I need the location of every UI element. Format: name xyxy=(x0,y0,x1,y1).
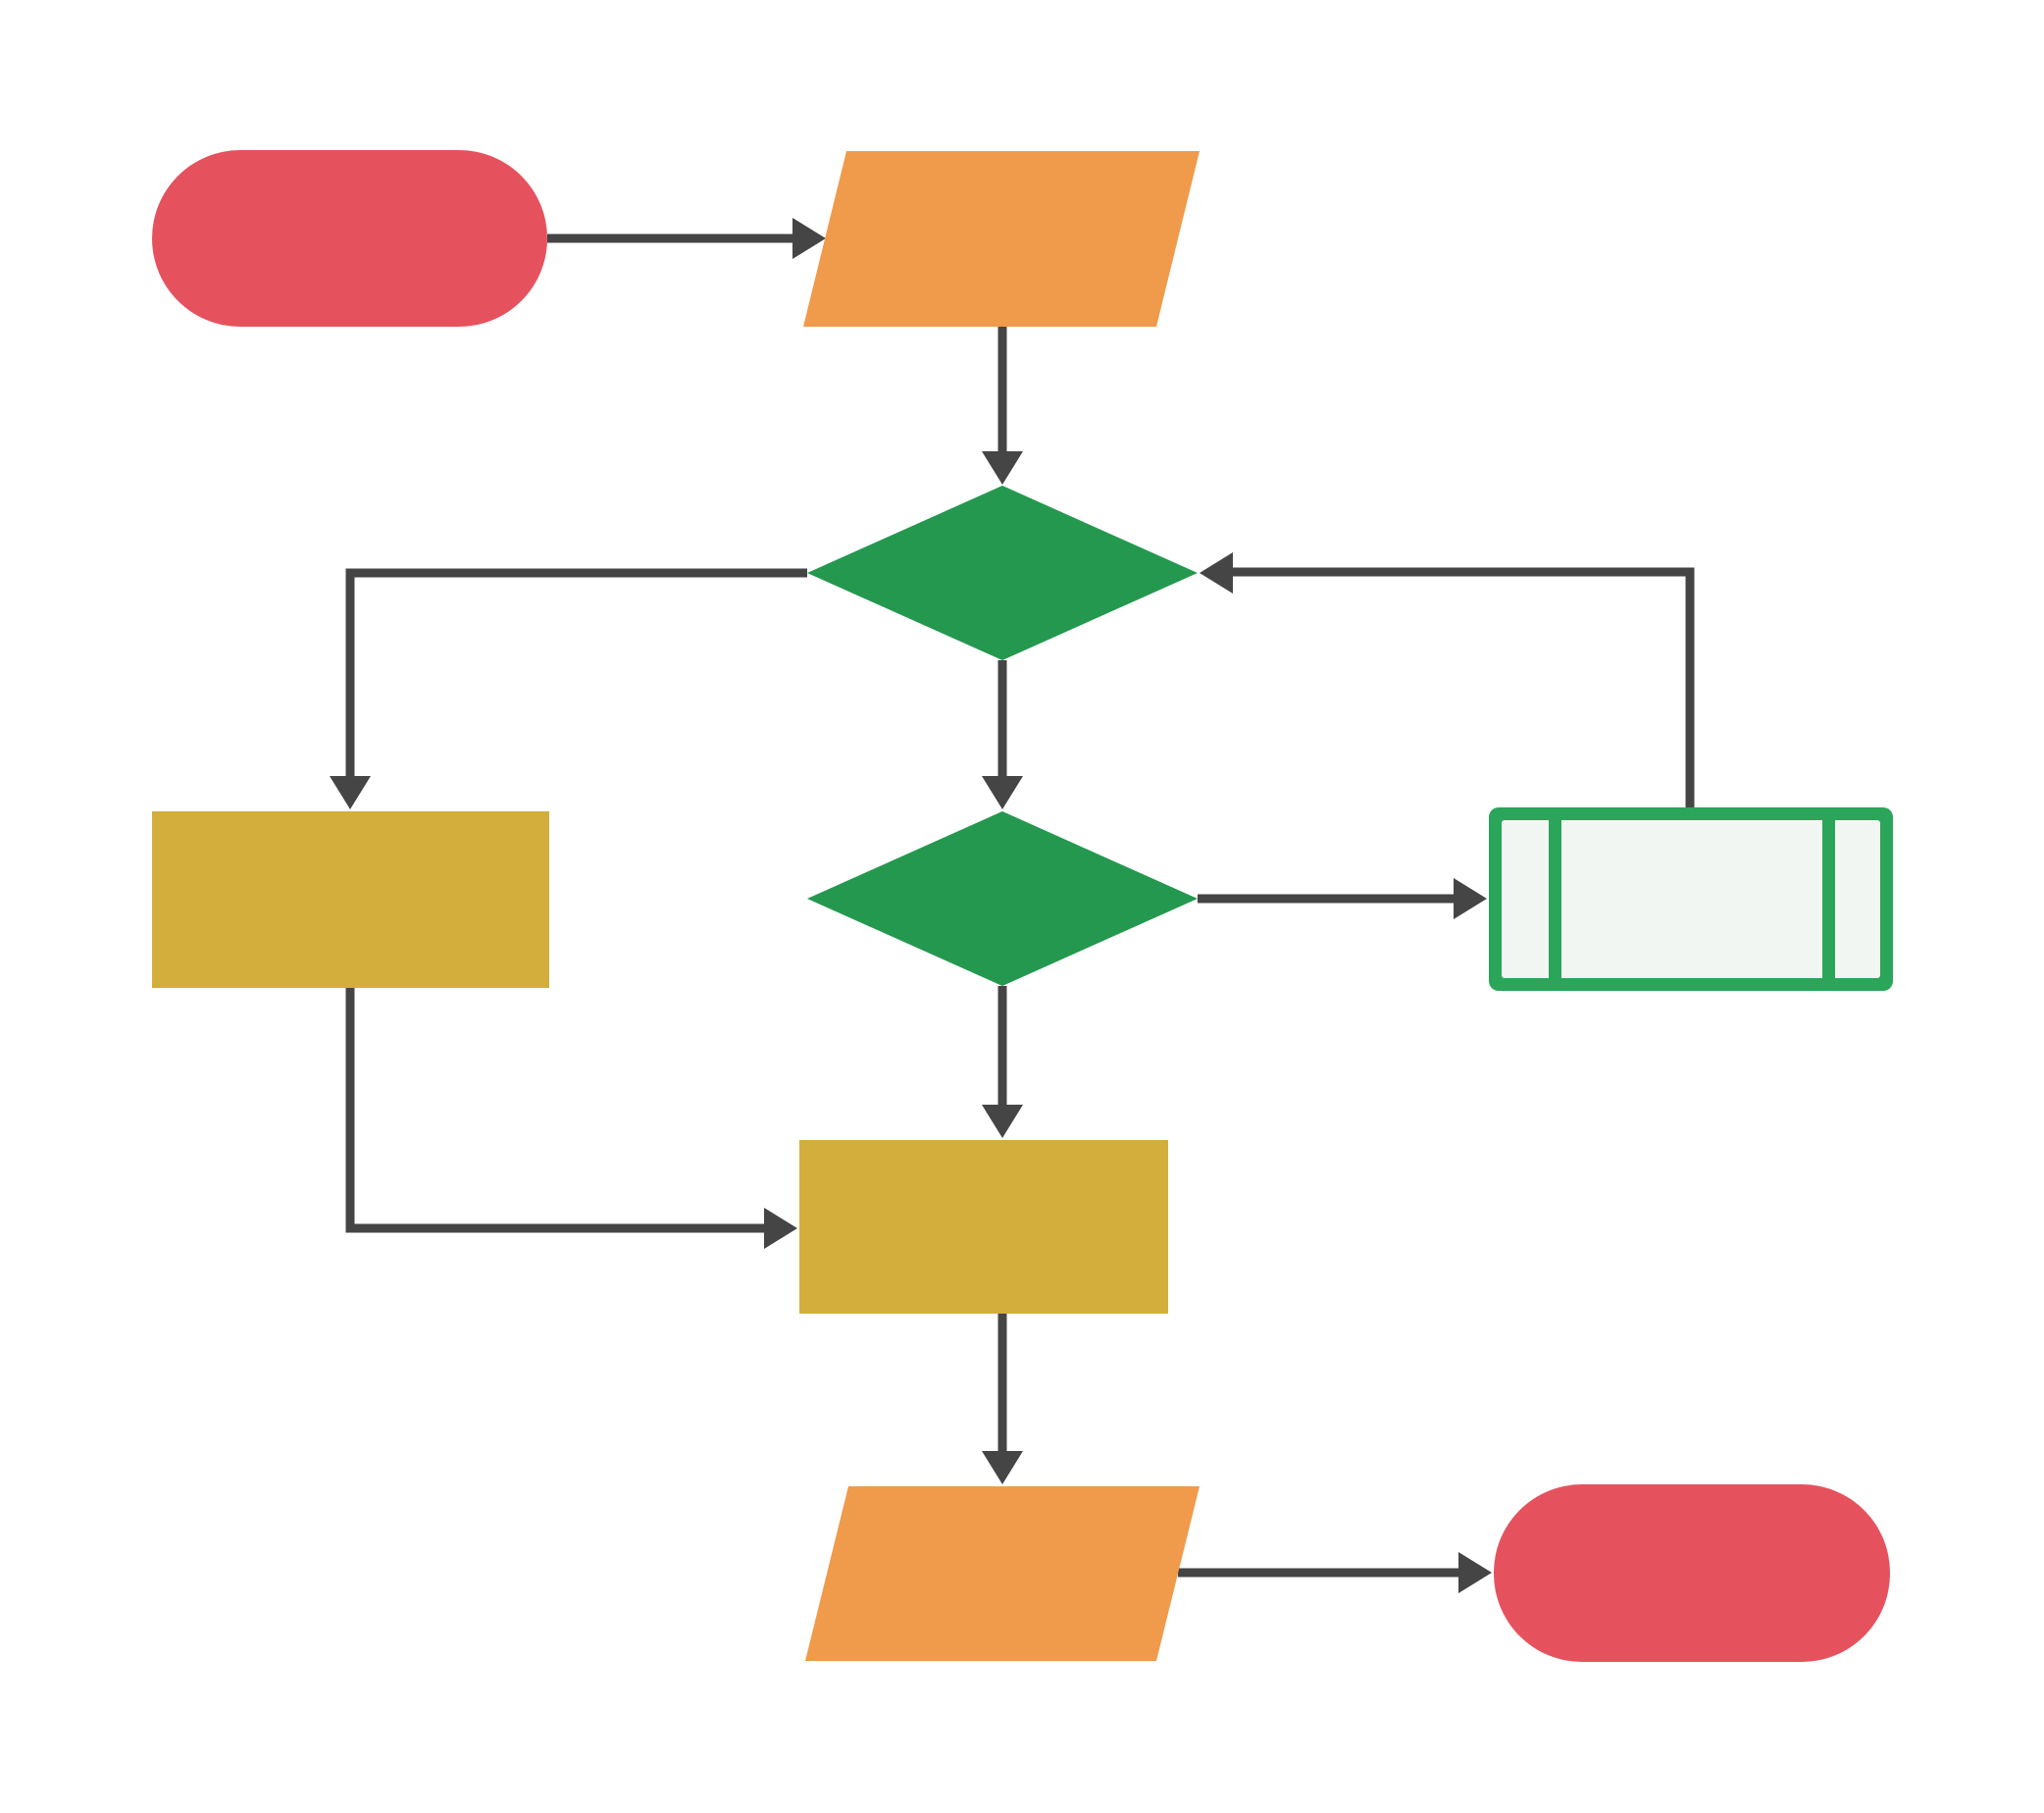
connector-process1-to-process2 xyxy=(345,988,766,1233)
arrowhead-into-output xyxy=(982,1451,1023,1484)
predefined-process-fill xyxy=(1502,820,1880,978)
predefined-process-left-bar xyxy=(1549,820,1561,978)
process1-rect-node xyxy=(152,811,549,988)
process2-rect-node xyxy=(799,1140,1168,1314)
arrowhead-into-process1 xyxy=(330,776,371,809)
start-terminator-node xyxy=(152,150,547,327)
arrowhead-into-decision1-right xyxy=(1200,552,1233,594)
connector-group xyxy=(345,233,1695,1578)
end-terminator-node xyxy=(1494,1484,1890,1662)
decision1-diamond-node xyxy=(807,486,1198,660)
arrowhead-into-decision1-top xyxy=(982,451,1023,485)
arrowhead-into-process2-left xyxy=(764,1208,797,1249)
arrowhead-into-end xyxy=(1458,1552,1492,1593)
output-parallelogram-node xyxy=(805,1486,1200,1661)
predefined-process-node xyxy=(1489,807,1893,991)
predefined-process-right-bar xyxy=(1822,820,1835,978)
arrowhead-group xyxy=(330,218,1492,1593)
arrowhead-into-input xyxy=(792,218,826,259)
arrowhead-into-process2-top xyxy=(982,1105,1023,1138)
arrowhead-into-decision2 xyxy=(982,776,1023,809)
decision2-diamond-node xyxy=(807,811,1198,986)
arrowhead-into-subroutine xyxy=(1454,878,1487,919)
input-parallelogram-node xyxy=(803,151,1200,327)
connector-decision1-to-process1 xyxy=(345,568,807,778)
connector-subroutine-to-decision1 xyxy=(1231,567,1695,807)
